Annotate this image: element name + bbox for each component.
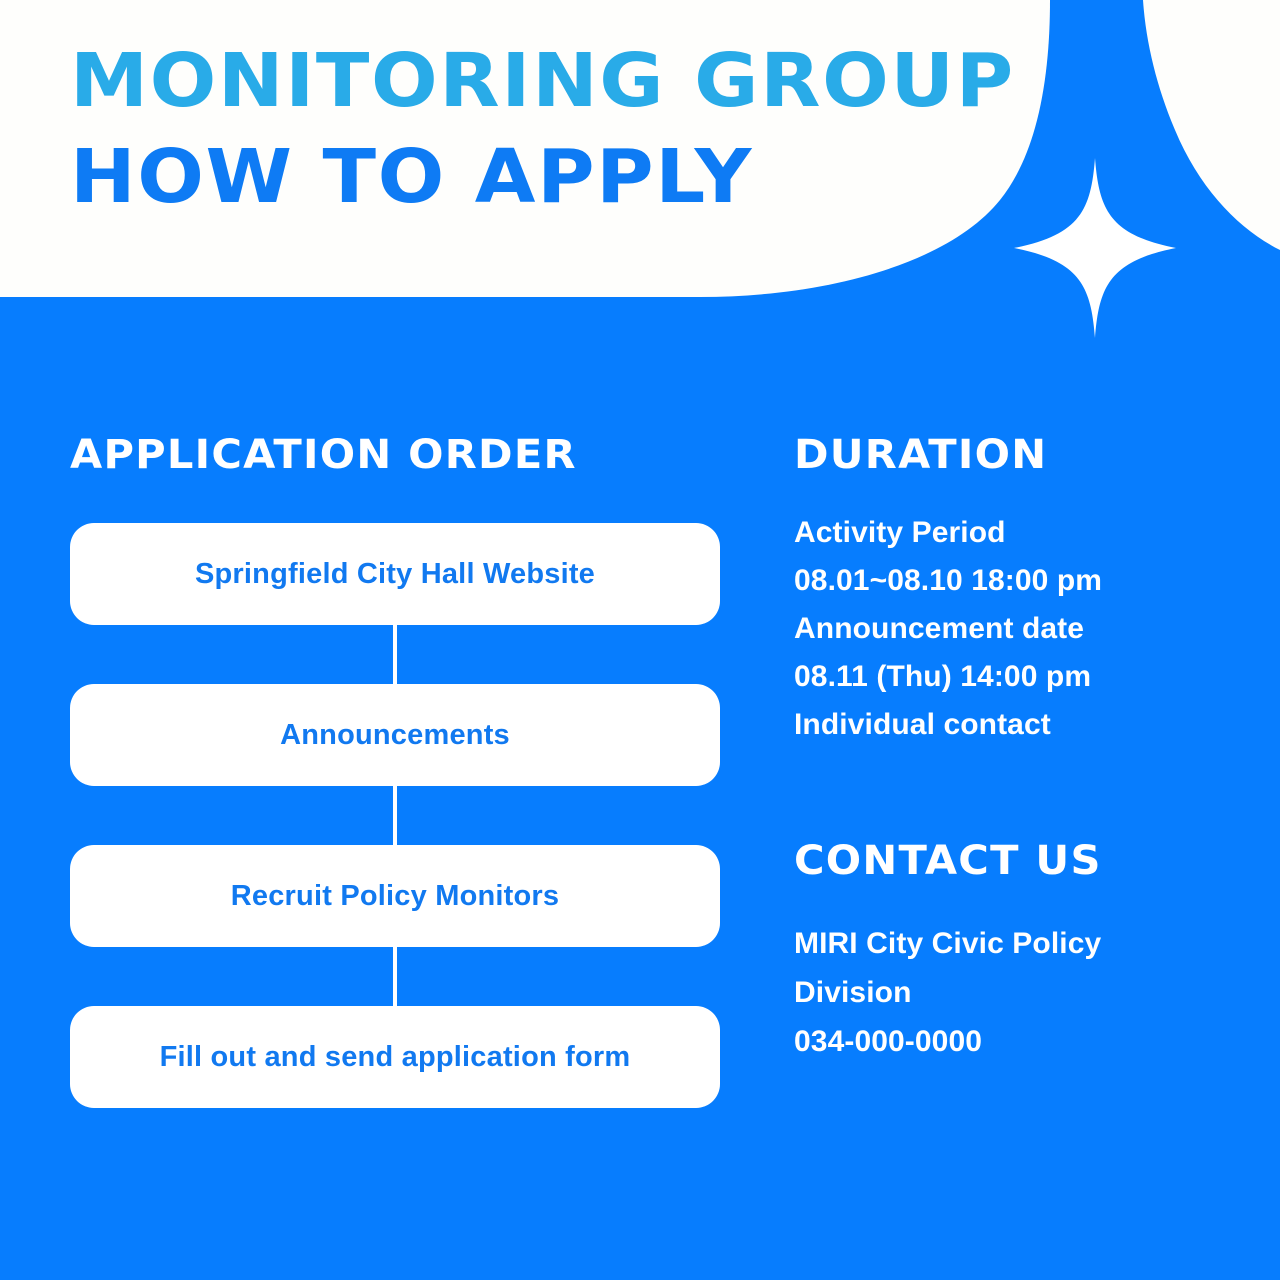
duration-details: Activity Period 08.01~08.10 18:00 pm Ann… bbox=[794, 509, 1224, 749]
flow-step-card[interactable]: Recruit Policy Monitors bbox=[70, 845, 720, 947]
duration-line: 08.01~08.10 18:00 pm bbox=[794, 564, 1103, 597]
application-order-column: APPLICATION ORDER Springfield City Hall … bbox=[70, 435, 730, 1108]
duration-line: Activity Period bbox=[794, 516, 1006, 549]
duration-contact-column: DURATION Activity Period 08.01~08.10 18:… bbox=[794, 435, 1224, 1066]
duration-line: Announcement date bbox=[794, 612, 1085, 645]
flow-connector bbox=[70, 784, 720, 847]
duration-heading: DURATION bbox=[794, 432, 1048, 478]
page-title-line-2: HOW TO APPLY bbox=[70, 134, 753, 220]
flow-connector bbox=[70, 623, 720, 686]
flow-connector bbox=[70, 945, 720, 1008]
contact-heading: CONTACT US bbox=[794, 838, 1102, 884]
flow-step-card[interactable]: Springfield City Hall Website bbox=[70, 523, 720, 625]
flow-step-label: Recruit Policy Monitors bbox=[230, 879, 560, 912]
application-order-heading: APPLICATION ORDER bbox=[70, 432, 577, 478]
flow-step-label: Fill out and send application form bbox=[159, 1040, 631, 1073]
contact-line: MIRI City Civic Policy Division bbox=[794, 927, 1102, 1009]
contact-details: MIRI City Civic Policy Division 034-000-… bbox=[794, 919, 1224, 1066]
body-area: APPLICATION ORDER Springfield City Hall … bbox=[0, 340, 1280, 1280]
flow-step-card[interactable]: Fill out and send application form bbox=[70, 1006, 720, 1108]
flow-step-label: Springfield City Hall Website bbox=[194, 557, 596, 590]
contact-phone[interactable]: 034-000-0000 bbox=[794, 1025, 983, 1058]
duration-line: 08.11 (Thu) 14:00 pm bbox=[794, 660, 1092, 693]
duration-line: Individual contact bbox=[794, 708, 1051, 741]
application-order-flow: Springfield City Hall Website Announceme… bbox=[70, 523, 720, 1108]
flow-step-label: Announcements bbox=[280, 718, 510, 751]
flow-step-card[interactable]: Announcements bbox=[70, 684, 720, 786]
header-white-panel-right bbox=[1143, 0, 1280, 250]
header-title-group: MONITORING GROUP HOW TO APPLY bbox=[70, 44, 1030, 214]
page-title-line-1: MONITORING GROUP bbox=[70, 38, 1015, 124]
